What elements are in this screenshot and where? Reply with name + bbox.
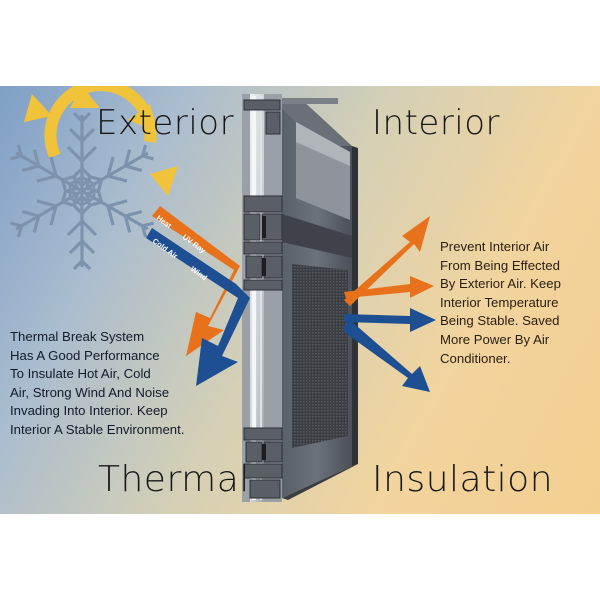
sun-icon [24,86,178,196]
thermal-title: Thermal [98,459,250,500]
window-frame-section [242,94,358,502]
interior-warm-arrow-flat [344,276,434,298]
diagram-artwork: Heat UV Ray Cold Air Wind [5,86,436,502]
interior-benefit-description: Prevent Interior Air From Being Effected… [440,239,561,366]
interior-cold-arrow-flat [344,308,436,332]
snowflake-icon [5,111,159,271]
interior-title: Interior [372,103,501,143]
diagram-panel: Heat UV Ray Cold Air Wind Exterior Inter… [0,86,600,514]
cold-wind-arrow [146,228,250,386]
heat-uv-arrow [152,206,240,356]
thermal-break-description: Thermal Break System Has A Good Performa… [10,329,185,437]
interior-warm-arrow-up [344,216,430,306]
exterior-title: Exterior [96,103,235,143]
interior-cold-arrow-down [344,320,430,392]
insulation-title: Insulation [372,459,554,500]
